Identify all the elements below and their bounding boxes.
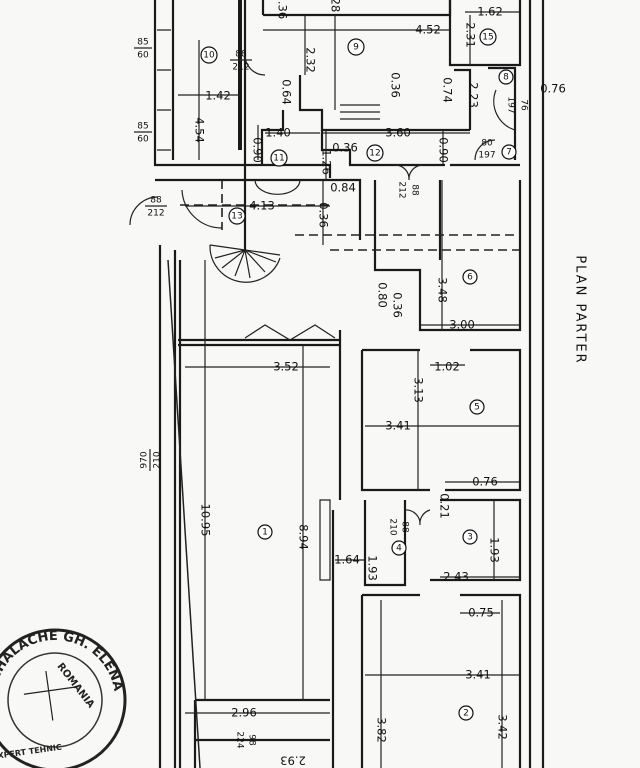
room-11: 11 — [273, 154, 284, 164]
room-13: 13 — [231, 212, 242, 222]
dim-label: 0.36 — [317, 202, 331, 228]
room-7: 7 — [506, 148, 512, 158]
opening-h: 224 — [235, 731, 245, 748]
dim-label: 1.42 — [205, 89, 231, 103]
dim-label: 1.93 — [488, 537, 502, 563]
dim-label: 1.62 — [477, 5, 503, 19]
dim-label: 3.00 — [449, 318, 475, 332]
opening-w: 88 — [410, 184, 420, 196]
dim-label: .36 — [276, 1, 290, 19]
dim-label: 3.42 — [496, 714, 510, 740]
room-15: 15 — [482, 33, 493, 43]
room-4: 4 — [396, 544, 402, 554]
dim-label: 1.40 — [265, 126, 291, 140]
opening-w: 85 — [137, 38, 148, 48]
dim-label: 0.76 — [540, 82, 566, 96]
dim-label: 0.36 — [389, 72, 403, 98]
opening-labels: 85 60 85 60 88 212 76 197 80 197 88 212 … — [134, 38, 529, 749]
dim-label: 28 — [329, 0, 343, 12]
room-12: 12 — [369, 149, 380, 159]
dim-label: 2.96 — [231, 706, 257, 720]
dim-label: 0.84 — [330, 181, 356, 195]
opening-h: 212 — [232, 63, 249, 73]
room-10: 10 — [203, 51, 215, 61]
opening-w: 80 — [481, 139, 493, 149]
opening-h: 212 — [397, 181, 407, 198]
dim-label: 0.76 — [472, 475, 498, 489]
dim-label: 2.23 — [467, 82, 481, 108]
dimension-lines — [178, 11, 520, 768]
details — [129, 29, 516, 768]
dim-label: 0.36 — [391, 292, 405, 318]
dim-label: 4.13 — [249, 199, 275, 213]
walls — [153, 0, 545, 768]
room-2: 2 — [463, 709, 469, 719]
dim-label: 0.90 — [251, 137, 265, 163]
room-5: 5 — [474, 403, 480, 413]
opening-h: 60 — [137, 51, 149, 61]
dim-label: 2.31 — [464, 22, 478, 48]
opening-h: 197 — [478, 151, 495, 161]
dim-label: 3.13 — [412, 377, 426, 403]
dim-label: 0.80 — [376, 282, 390, 308]
dim-label: 2.93 — [280, 754, 306, 768]
opening-w: 88 — [400, 521, 410, 533]
dim-label: 0.64 — [280, 79, 294, 105]
stamp: MIHALACHE GH. ELENA ROMANIA EXPERT TEHNI… — [0, 620, 127, 768]
room-1: 1 — [262, 528, 268, 538]
room-6: 6 — [467, 273, 473, 283]
dim-label: 1.26 — [320, 149, 334, 175]
dim-label: 3.82 — [375, 717, 389, 743]
stamp-role: EXPERT TEHNIC — [0, 743, 62, 762]
dim-label: 8.94 — [297, 524, 311, 550]
dim-label: 0.90 — [437, 137, 451, 163]
dim-label: 1.02 — [434, 360, 460, 374]
room-8: 8 — [503, 73, 509, 83]
dim-label: 0.36 — [332, 141, 358, 155]
opening-w: 98 — [247, 734, 257, 746]
dim-label: 4.52 — [415, 23, 441, 37]
opening-w: 88 — [150, 196, 162, 206]
dim-label: 3.41 — [385, 419, 411, 433]
opening-h: 210 — [153, 451, 163, 468]
opening-h: 210 — [388, 518, 398, 535]
room-3: 3 — [467, 533, 473, 543]
dim-label: 3.52 — [273, 360, 299, 374]
opening-w: 76 — [519, 99, 529, 111]
dim-label: 0.75 — [468, 606, 494, 620]
opening-h: 197 — [506, 96, 516, 113]
dim-label: 4.54 — [193, 117, 207, 143]
dim-label: 1.64 — [334, 553, 360, 567]
opening-w: 85 — [137, 122, 148, 132]
dim-label: 3.60 — [385, 126, 411, 140]
dim-label: 10.95 — [199, 504, 213, 537]
opening-w: 970 — [140, 451, 150, 468]
dim-label: 0.21 — [438, 493, 452, 519]
opening-w: 88 — [235, 50, 247, 60]
room-9: 9 — [353, 43, 359, 53]
dim-label: 3.48 — [436, 277, 450, 303]
dim-label: 3.41 — [465, 668, 491, 682]
opening-h: 212 — [147, 209, 164, 219]
room-numbers: 1 2 3 4 5 6 7 8 9 10 11 12 13 15 — [200, 28, 517, 721]
dim-label: 2.43 — [443, 570, 469, 584]
dim-label: 1.93 — [366, 555, 380, 581]
dim-label: 0.74 — [441, 77, 455, 103]
opening-h: 60 — [137, 135, 149, 145]
plan-title: PLAN PARTER — [573, 255, 588, 364]
dim-label: 2.32 — [304, 47, 318, 73]
dimension-labels: .36 28 4.52 1.62 2.31 2.32 0.76 0.36 0.7… — [193, 0, 566, 768]
